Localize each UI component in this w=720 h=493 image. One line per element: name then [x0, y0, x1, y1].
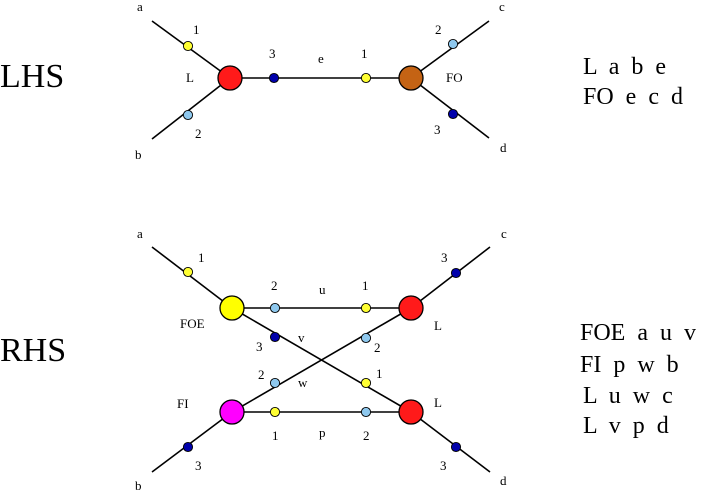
wire-rhs-b: [151, 411, 233, 473]
port-l-upper-2: [360, 332, 372, 344]
node-l: [217, 65, 243, 91]
port-fi-3: [182, 441, 194, 453]
node-l-upper: [398, 295, 424, 321]
port-l-upper-3: [450, 267, 462, 279]
node-foe: [219, 295, 245, 321]
label-node-fo: FO: [446, 70, 463, 85]
label-port-l-upper-1: 1: [362, 278, 369, 293]
label-edge-p: p: [319, 425, 326, 440]
label-port-l-lower-2: 2: [363, 428, 370, 443]
rhs-title: RHS: [0, 332, 66, 369]
port-foe-3: [269, 331, 281, 343]
label-lhs-a: a: [137, 0, 143, 14]
label-port-fi-3: 3: [195, 458, 202, 473]
port-l-upper-1: [360, 302, 372, 314]
label-port-lhs-fo-2: 2: [435, 22, 442, 37]
wire-rhs-d: [410, 411, 491, 473]
label-port-lhs-fo-1: 1: [361, 46, 368, 61]
label-edge-u: u: [319, 282, 326, 297]
label-port-lhs-l-1: 1: [193, 22, 200, 37]
port-lhs-fo-3: [447, 108, 459, 120]
wire-rhs-w: [231, 307, 412, 413]
port-foe-1: [182, 266, 194, 278]
label-port-lhs-l-3: 3: [269, 46, 276, 61]
wire-rhs-a: [151, 246, 233, 309]
rule-lhs-2: FO e c d: [583, 84, 683, 110]
label-edge-w: w: [298, 375, 308, 390]
port-lhs-l-1: [182, 40, 194, 52]
label-edge-e: e: [318, 51, 324, 66]
label-edge-v: v: [298, 330, 305, 345]
label-lhs-c: c: [499, 0, 505, 14]
label-lhs-b: b: [135, 147, 142, 162]
label-rhs-b: b: [135, 478, 142, 493]
node-fi: [219, 399, 245, 425]
label-port-foe-2: 2: [271, 278, 278, 293]
label-port-foe-3: 3: [256, 339, 263, 354]
port-l-lower-1: [360, 377, 372, 389]
rule-rhs-2: FI p w b: [580, 352, 679, 378]
label-node-l-lower: L: [434, 395, 442, 410]
port-lhs-l-3: [268, 72, 280, 84]
label-node-l: L: [186, 70, 194, 85]
port-lhs-fo-1: [360, 72, 372, 84]
port-fi-2: [269, 377, 281, 389]
label-node-foe: FOE: [180, 316, 205, 331]
label-rhs-d: d: [500, 473, 507, 488]
label-port-lhs-fo-3: 3: [434, 122, 441, 137]
port-lhs-fo-2: [447, 38, 459, 50]
wire-lhs-d: [410, 77, 490, 139]
rule-rhs-3: L u w c: [583, 383, 673, 409]
label-port-l-upper-2: 2: [374, 340, 381, 355]
rhs-net: a b c d FOE FI L L u v w p 1 2 3 1 2 3 1…: [135, 226, 507, 493]
lhs-net: a b c d L FO e 1 2 3 1 2 3: [135, 0, 507, 162]
label-node-l-upper: L: [434, 318, 442, 333]
label-port-fi-2: 2: [258, 367, 265, 382]
port-l-lower-3: [450, 441, 462, 453]
label-port-lhs-l-2: 2: [195, 126, 202, 141]
label-port-fi-1: 1: [272, 428, 279, 443]
label-lhs-d: d: [500, 140, 507, 155]
wire-rhs-c: [410, 246, 491, 309]
rule-text: L a b e FO e c d FOE a u v FI p w b L u …: [580, 54, 696, 439]
node-fo: [398, 65, 424, 91]
rule-rhs-4: L v p d: [583, 413, 669, 439]
port-l-lower-2: [360, 406, 372, 418]
node-l-lower: [398, 399, 424, 425]
port-fi-1: [269, 406, 281, 418]
label-port-l-lower-1: 1: [376, 366, 383, 381]
wire-lhs-c: [410, 20, 490, 79]
label-port-foe-1: 1: [198, 250, 205, 265]
rule-rhs-1: FOE a u v: [580, 320, 696, 346]
label-port-l-upper-3: 3: [441, 250, 448, 265]
label-rhs-a: a: [137, 226, 143, 241]
label-node-fi: FI: [177, 396, 189, 411]
port-foe-2: [269, 302, 281, 314]
label-rhs-c: c: [501, 226, 507, 241]
wire-lhs-b: [151, 77, 231, 140]
lhs-title: LHS: [0, 58, 64, 95]
rule-lhs-1: L a b e: [583, 54, 666, 80]
port-lhs-l-2: [182, 109, 194, 121]
label-port-l-lower-3: 3: [440, 458, 447, 473]
